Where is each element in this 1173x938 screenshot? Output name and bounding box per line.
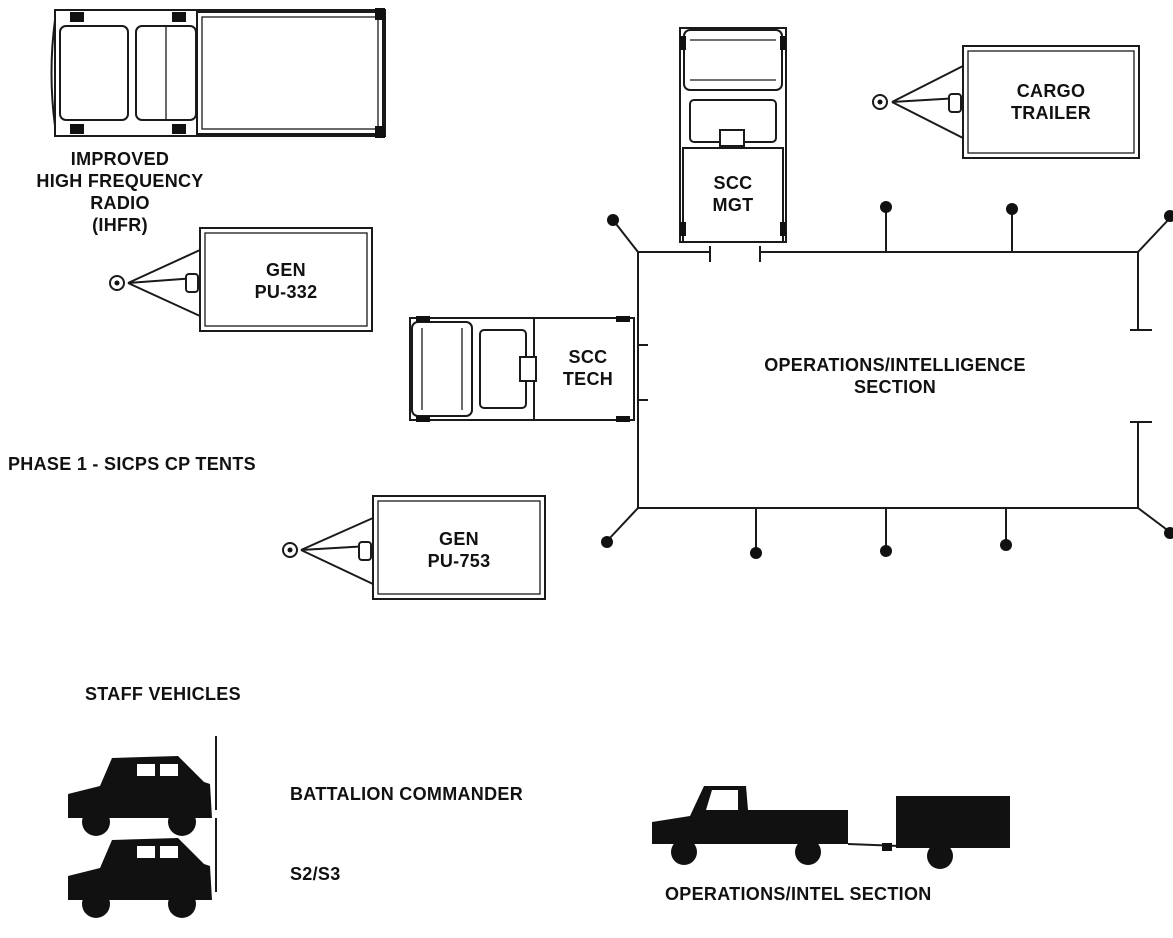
- scc-mgt-label: SCC MGT: [712, 173, 754, 215]
- ops-intel-tent: [601, 201, 1173, 559]
- staff-vehicles-heading: STAFF VEHICLES: [85, 684, 241, 704]
- cargo-trailer-label: CARGO TRAILER: [1010, 81, 1092, 123]
- ihfr-truck: [50, 8, 386, 138]
- gen-pu753-trailer: [282, 495, 546, 600]
- ops-intel-section-label: OPERATIONS/INTEL SECTION: [665, 884, 932, 904]
- gen-pu332-label: GEN PU-332: [254, 260, 318, 302]
- gen-pu332-trailer: [109, 227, 373, 332]
- cargo-trailer: [872, 45, 1140, 159]
- tent-label: OPERATIONS/INTELLIGENCE SECTION: [764, 355, 1026, 397]
- gen-pu753-label: GEN PU-753: [427, 529, 491, 571]
- ops-intel-vehicle-icon: [652, 786, 1010, 869]
- phase-label: PHASE 1 - SICPS CP TENTS: [8, 454, 256, 474]
- battalion-commander-label: BATTALION COMMANDER: [290, 784, 524, 804]
- s2-s3-label: S2/S3: [290, 864, 341, 884]
- s2-s3-vehicle-icon: [68, 818, 217, 918]
- battalion-commander-vehicle-icon: [68, 736, 217, 836]
- scc-mgt-truck: [679, 27, 787, 243]
- scc-tech-truck: [409, 316, 635, 422]
- scc-tech-label: SCC TECH: [562, 347, 614, 389]
- ihfr-label: IMPROVED HIGH FREQUENCY RADIO (IHFR): [36, 149, 204, 235]
